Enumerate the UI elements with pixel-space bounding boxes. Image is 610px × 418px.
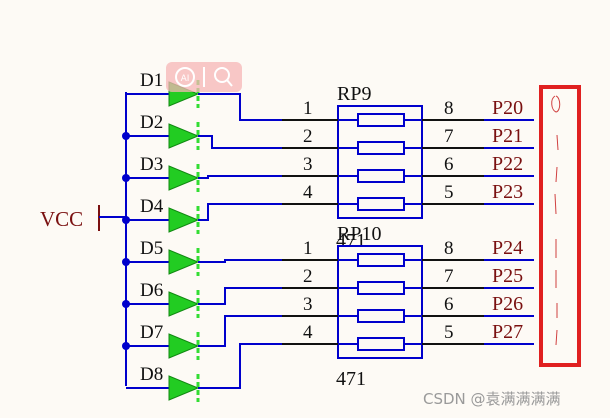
- led-label: D1: [140, 70, 163, 91]
- resistor-element: [357, 197, 405, 211]
- resistor-pack-ref: RP9: [337, 83, 371, 105]
- resistor-pack-body: [337, 105, 423, 219]
- led-body: [168, 375, 200, 401]
- led-d4: D4: [122, 196, 282, 234]
- pin-number-right: 5: [444, 322, 454, 343]
- pin-number-right: 6: [444, 294, 454, 315]
- net-label: P21: [492, 125, 523, 147]
- net-label: P20: [492, 97, 523, 119]
- watermark-text: CSDN @袁满满满满: [423, 390, 561, 408]
- pin-number-left: 4: [303, 182, 313, 203]
- search-icon[interactable]: [214, 67, 233, 87]
- highlight-box: [539, 85, 581, 367]
- led-label: D7: [140, 322, 163, 343]
- led-body: [168, 165, 200, 191]
- net-label: P23: [492, 181, 523, 203]
- pin-number-right: 8: [444, 238, 454, 259]
- resistor-element: [357, 113, 405, 127]
- pin-number-left: 2: [303, 126, 313, 147]
- resistor-pack-ref: RP10: [337, 223, 381, 245]
- resistor-element: [357, 337, 405, 351]
- floating-toolbar[interactable]: AI: [166, 62, 242, 92]
- resistor-pack-body: [337, 245, 423, 359]
- led-d5: D5: [122, 238, 282, 276]
- net-label: P22: [492, 153, 523, 175]
- pin-number-right: 7: [444, 126, 454, 147]
- vcc-supply: VCC: [40, 205, 126, 231]
- scribble-mark: [551, 95, 561, 113]
- resistor-pack-rp10: RP10 471 1 8 P24 2 7 P25 3 6 P26 4 5 P27: [282, 223, 534, 390]
- led-label: D5: [140, 238, 163, 259]
- led-to-resistor-wire: [198, 259, 282, 263]
- led-d2: D2: [122, 112, 282, 150]
- led-to-resistor-wire: [198, 203, 282, 221]
- pin-number-left: 1: [303, 238, 313, 259]
- net-label: P25: [492, 265, 523, 287]
- led-label: D6: [140, 280, 163, 301]
- scribble-mark: [554, 193, 557, 215]
- pin-number-left: 1: [303, 98, 313, 119]
- led-label: D4: [140, 196, 164, 217]
- resistor-element: [357, 309, 405, 323]
- pin-number-right: 8: [444, 98, 454, 119]
- pin-number-right: 6: [444, 154, 454, 175]
- scribble-mark: [555, 329, 558, 346]
- highlight-annotation: [539, 85, 581, 367]
- pin-number-right: 5: [444, 182, 454, 203]
- vcc-label: VCC: [40, 207, 83, 231]
- resistor-pack-value: 471: [336, 368, 366, 390]
- svg-text:AI: AI: [181, 74, 190, 84]
- scribble-mark: [556, 134, 559, 151]
- led-d3: D3: [122, 154, 282, 192]
- led-to-resistor-wire: [198, 135, 282, 149]
- led-to-resistor-wire: [198, 287, 282, 305]
- pin-number-left: 3: [303, 294, 313, 315]
- ai-assistant-icon[interactable]: AI: [175, 67, 195, 87]
- led-to-resistor-wire: [198, 93, 282, 121]
- resistor-element: [357, 141, 405, 155]
- led-label: D8: [140, 364, 163, 385]
- resistor-element: [357, 253, 405, 267]
- resistor-element: [357, 169, 405, 183]
- led-body: [168, 207, 200, 233]
- pin-number-left: 4: [303, 322, 313, 343]
- led-d7: D7: [122, 315, 282, 360]
- led-d8: D8: [126, 343, 282, 402]
- led-body: [168, 291, 200, 317]
- led-label: D3: [140, 154, 163, 175]
- pin-number-right: 7: [444, 266, 454, 287]
- pin-number-left: 2: [303, 266, 313, 287]
- led-body: [168, 123, 200, 149]
- led-d6: D6: [122, 280, 282, 318]
- pin-number-left: 3: [303, 154, 313, 175]
- led-body: [168, 333, 200, 359]
- led-body: [168, 249, 200, 275]
- resistor-element: [357, 281, 405, 295]
- net-label: P24: [492, 237, 523, 259]
- led-to-resistor-wire: [198, 315, 282, 347]
- scribble-mark: [555, 166, 558, 183]
- led-label: D2: [140, 112, 163, 133]
- led-to-resistor-wire: [198, 175, 282, 179]
- net-label: P27: [492, 321, 523, 343]
- net-label: P26: [492, 293, 523, 315]
- led-to-resistor-wire: [198, 343, 282, 389]
